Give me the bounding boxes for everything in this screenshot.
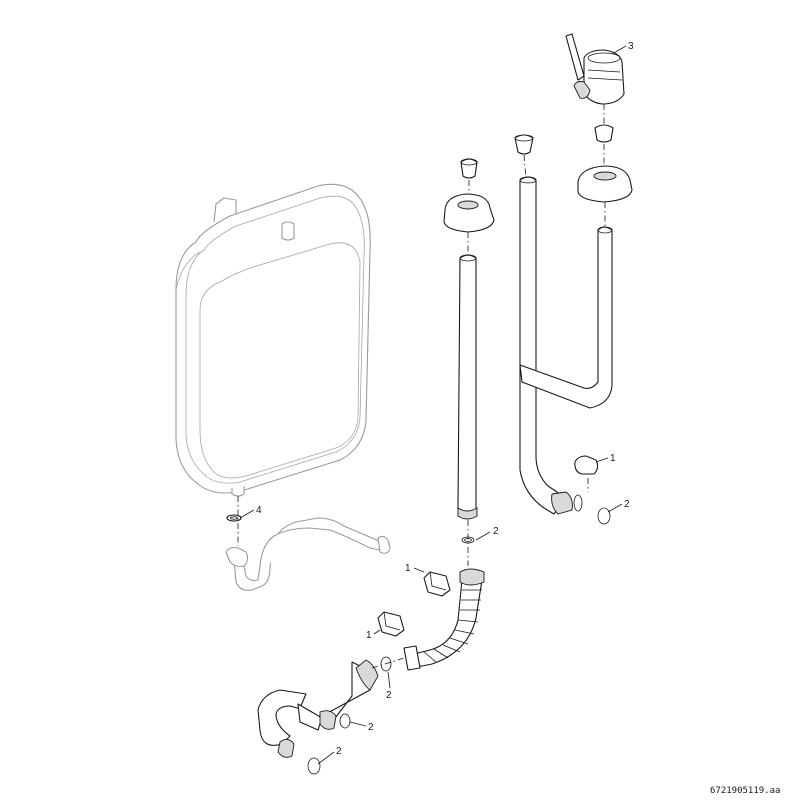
small-seals [226,514,242,522]
lower-manifold-pipe [257,656,392,775]
assembly-axis-lines [237,104,606,669]
vessel-connection-pipe [225,517,391,591]
document-number: 6721905119.aa [710,786,780,796]
callout-2-manifold-seal: 2 [368,722,374,733]
flexible-hose [403,568,485,671]
ball-valve [565,33,625,105]
callout-1-lower-clip: 1 [366,630,372,641]
callout-2-bottom-seal: 2 [336,746,342,757]
callout-3: 3 [628,41,634,52]
hose-clips [377,571,451,637]
callout-2-hose-seal: 2 [386,690,392,701]
callout-1-upper-clip: 1 [405,563,411,574]
center-pipe-assembly [443,158,495,544]
expansion-vessel [175,183,371,497]
leader-lines [239,45,627,765]
callout-2-center-seal: 2 [493,526,499,537]
callout-1-right-clip: 1 [610,453,616,464]
callout-4: 4 [256,505,262,516]
callout-2-right-seal: 2 [624,499,630,510]
right-pipe-assembly [514,124,633,525]
